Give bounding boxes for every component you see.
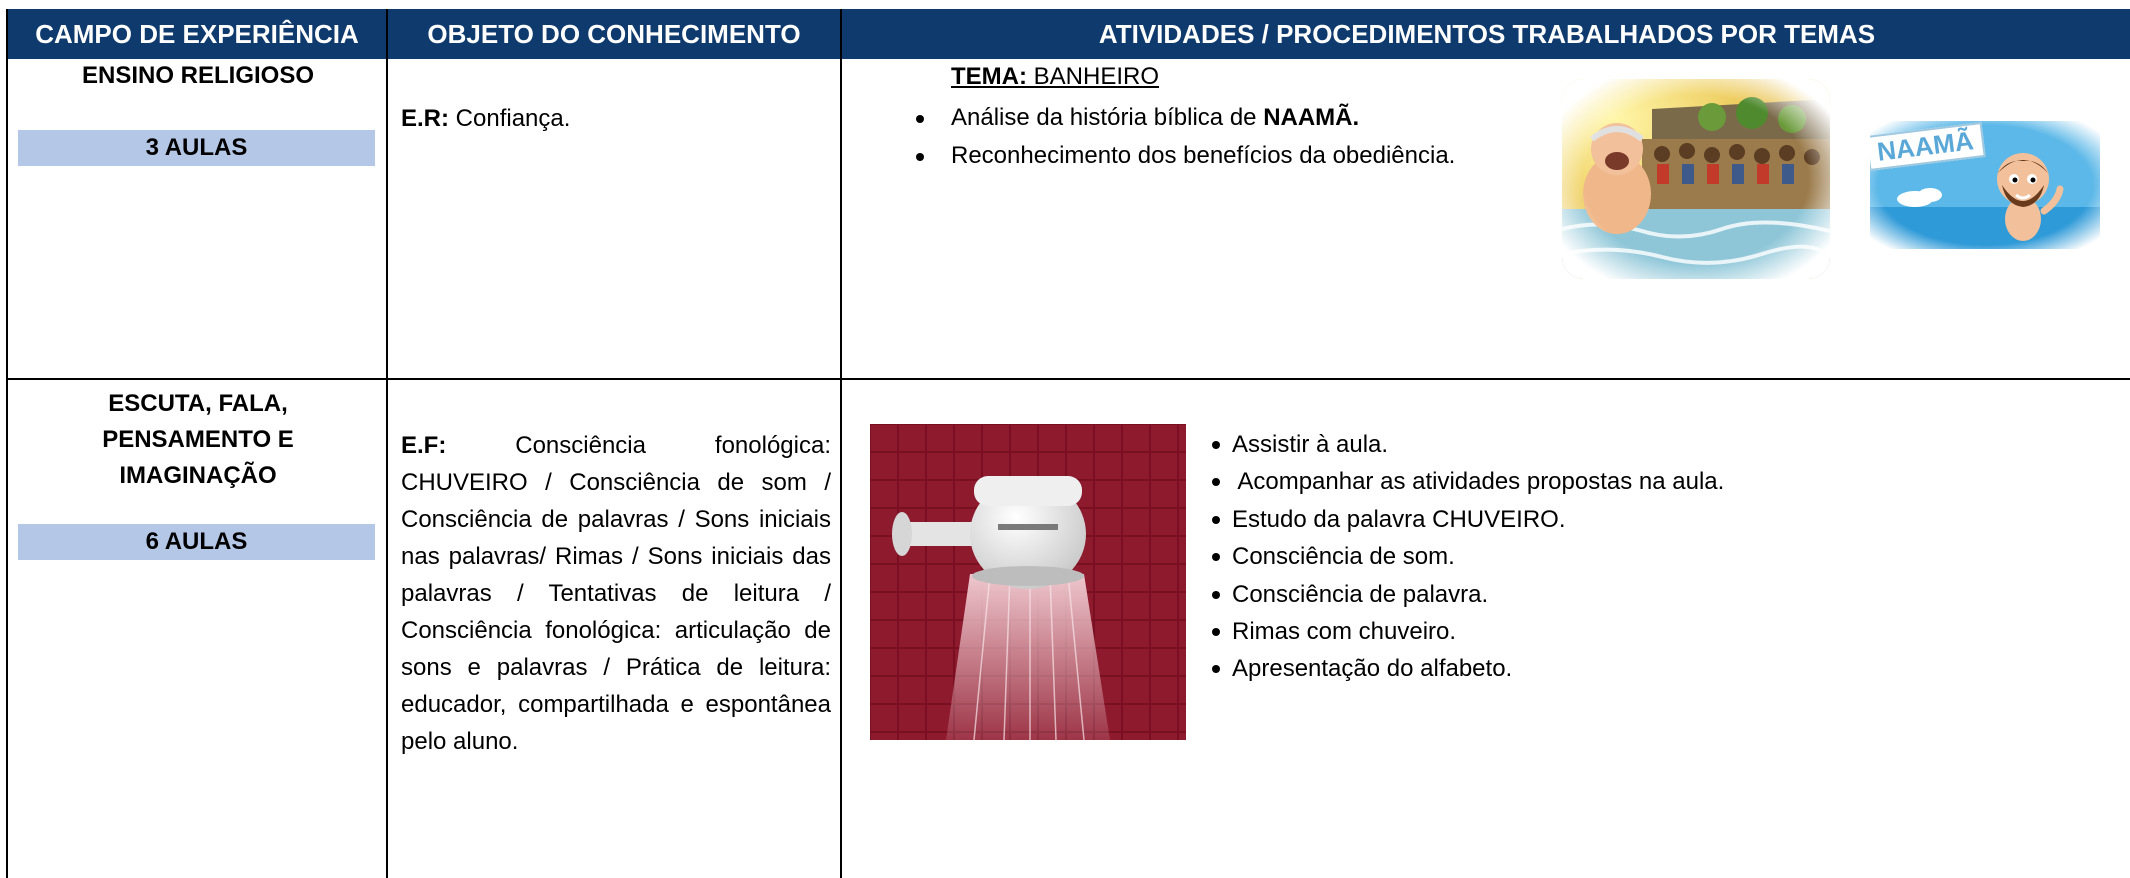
tema-value: BANHEIRO	[1026, 63, 1160, 90]
bullet-icon	[1212, 628, 1220, 637]
shower-photo	[870, 424, 1186, 740]
tema-row1: TEMA: BANHEIRO	[951, 60, 1159, 94]
list-item: Rimas com chuveiro.	[1212, 613, 1724, 650]
campo-line: IMAGINAÇÃO	[119, 462, 277, 489]
column-divider-1	[386, 9, 388, 878]
list-item: Análise da história bíblica de NAAMÃ.	[916, 99, 1455, 137]
list-item: Apresentação do alfabeto.	[1212, 650, 1724, 687]
bullet-icon	[1212, 441, 1220, 449]
list-item: Acompanhar as atividades propostas na au…	[1212, 463, 1724, 500]
header-atividades: ATIVIDADES / PROCEDIMENTOS TRABALHADOS P…	[1098, 18, 1876, 49]
row-divider	[8, 378, 2130, 380]
bullet-icon	[1212, 515, 1220, 524]
bullet-icon	[916, 115, 924, 123]
objeto-row2: E.F: Consciência fonológica: CHUVEIRO / …	[401, 427, 831, 760]
naaman-story-illustration-svg	[1562, 79, 1830, 279]
list-item: Consciência de palavra.	[1212, 576, 1724, 613]
cartoon-character-icon	[1997, 153, 2064, 241]
activities-list-row2: Assistir à aula. Acompanhar as atividade…	[1212, 426, 1724, 688]
objeto-prefix-row2: E.F:	[401, 432, 447, 459]
naaman-story-illustration	[1562, 79, 1830, 279]
objeto-prefix-row1: E.R:	[401, 105, 449, 132]
aulas-badge-row1: 3 AULAS	[18, 130, 375, 166]
shower-photo-svg	[870, 424, 1186, 740]
aulas-badge-row2: 6 AULAS	[18, 524, 375, 560]
bullet-icon	[1212, 553, 1220, 562]
campo-escuta-fala: ESCUTA, FALA, PENSAMENTO E IMAGINAÇÃO	[8, 386, 388, 494]
objeto-text-row2: Consciência fonológica: CHUVEIRO / Consc…	[401, 432, 831, 755]
bullet-icon	[1212, 478, 1220, 487]
campo-line: ESCUTA, FALA,	[108, 390, 288, 417]
header-objeto: OBJETO DO CONHECIMENTO	[427, 18, 801, 49]
bullet-icon	[1212, 590, 1220, 599]
lesson-table: CAMPO DE EXPERIÊNCIA OBJETO DO CONHECIME…	[6, 9, 2130, 878]
objeto-row1: E.R: Confiança.	[401, 100, 570, 137]
bullet-icon	[916, 153, 924, 161]
campo-ensino-religioso: ENSINO RELIGIOSO	[81, 62, 315, 89]
list-item: Reconhecimento dos benefícios da obediên…	[916, 137, 1455, 175]
objeto-text-row1: Confiança.	[449, 105, 571, 132]
campo-line: PENSAMENTO E	[102, 426, 294, 453]
list-item: Assistir à aula.	[1212, 426, 1724, 463]
list-item: Estudo da palavra CHUVEIRO.	[1212, 501, 1724, 538]
list-item: Consciência de som.	[1212, 538, 1724, 575]
bullet-icon	[1212, 665, 1220, 674]
tema-label: TEMA:	[951, 63, 1027, 90]
column-divider-2	[840, 9, 842, 878]
naaman-cartoon-banner: NAAMÃ	[1870, 121, 2100, 249]
table-header: CAMPO DE EXPERIÊNCIA OBJETO DO CONHECIME…	[8, 9, 2130, 59]
activities-list-row1: Análise da história bíblica de NAAMÃ. Re…	[916, 99, 1455, 175]
header-campo: CAMPO DE EXPERIÊNCIA	[35, 18, 359, 49]
